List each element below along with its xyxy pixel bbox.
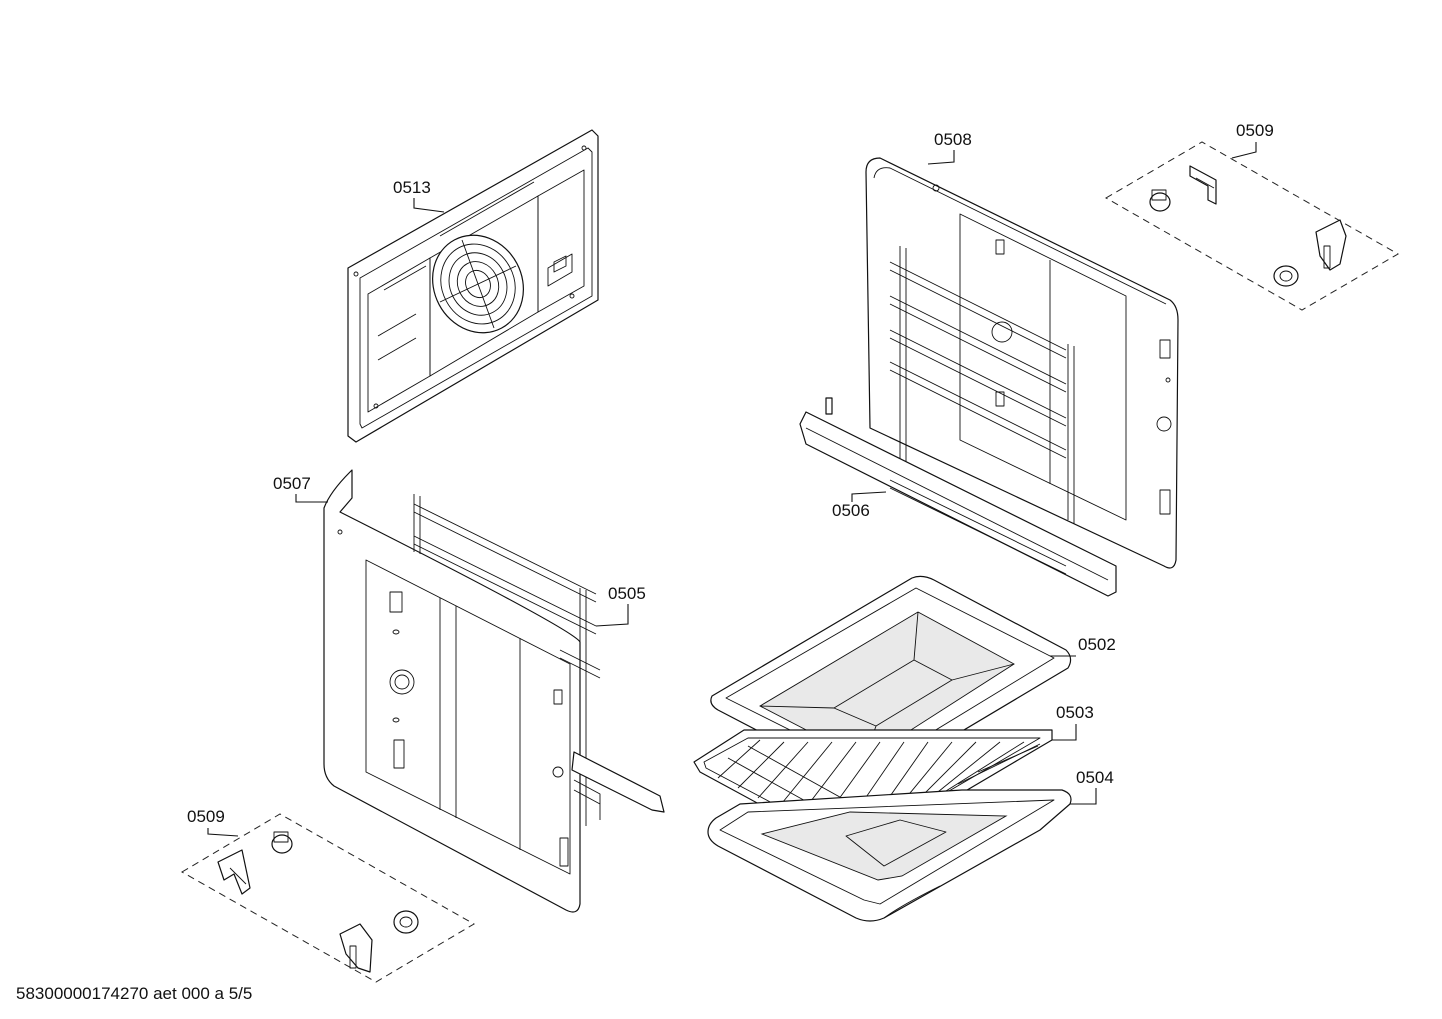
callout-0509-top: 0509 [1231,121,1274,159]
svg-text:0513: 0513 [393,178,431,197]
callout-0503: 0503 [1052,703,1094,741]
part-0513-rear-fan-panel [347,129,599,443]
svg-text:0503: 0503 [1056,703,1094,722]
svg-text:0504: 0504 [1076,768,1114,787]
part-0508-right-side-panel [865,157,1179,569]
callout-0505: 0505 [595,584,646,627]
bracket-clip-part [217,849,251,895]
svg-text:0502: 0502 [1078,635,1116,654]
callout-0507: 0507 [273,474,328,503]
lamp-socket-part [1149,189,1171,212]
callout-0509-bottom: 0509 [187,807,239,837]
callout-0502: 0502 [1050,635,1116,657]
part-0505-rack-rails-left [413,494,665,826]
lamp-socket-part [271,831,293,854]
svg-text:0505: 0505 [608,584,646,603]
callout-0508: 0508 [927,130,972,165]
document-id: 58300000174270 aet 000 a 5/5 [16,984,253,1003]
part-0507-left-side-panel [323,469,581,913]
bracket-clip-part [1189,165,1217,205]
svg-text:0506: 0506 [832,501,870,520]
part-0509-small-parts-kit-bottom [181,813,475,983]
callout-0504: 0504 [1070,768,1114,805]
part-0506-rack-rails-right [799,246,1117,597]
fan-grille [432,234,524,334]
svg-text:0507: 0507 [273,474,311,493]
hinge-clip-part [339,923,373,973]
svg-text:0508: 0508 [934,130,972,149]
hinge-clip-part [1315,219,1347,271]
svg-text:0509: 0509 [187,807,225,826]
part-0504-shallow-baking-tray [707,789,1072,922]
lamp-holder-part [1273,265,1299,287]
part-0509-small-parts-kit-top [1105,141,1399,311]
callout-0513: 0513 [393,178,445,213]
svg-text:0509: 0509 [1236,121,1274,140]
lamp-holder-part [393,910,419,934]
callout-0506: 0506 [832,491,887,520]
